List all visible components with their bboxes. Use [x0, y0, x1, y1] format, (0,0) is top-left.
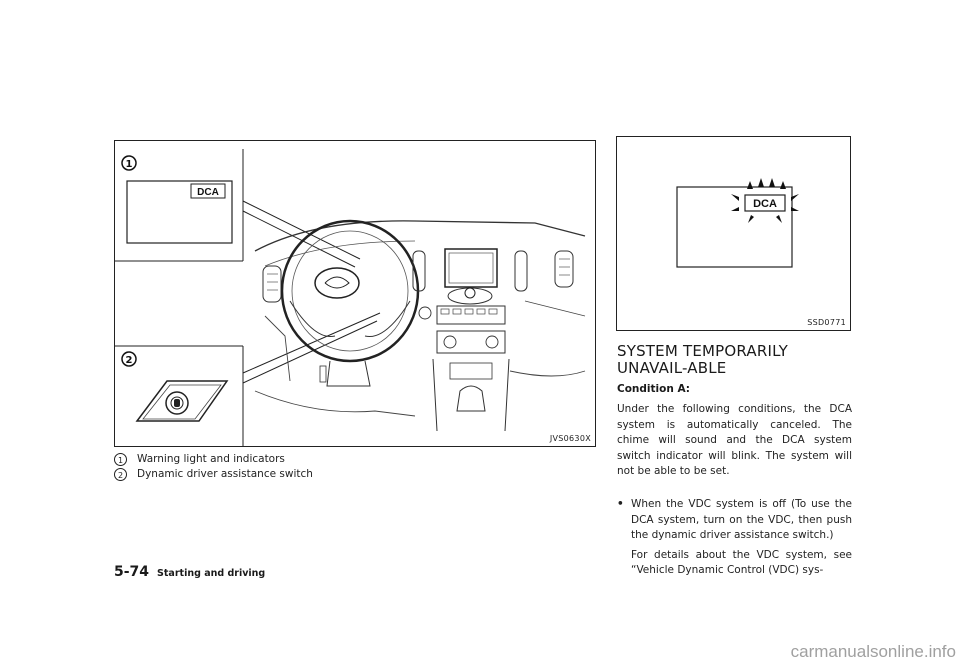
caption-number: 2	[114, 467, 127, 481]
bullet-marker: •	[617, 498, 624, 510]
indicator-panel	[126, 180, 233, 244]
caption-item: 1 Warning light and indicators	[114, 452, 285, 466]
callout-1-label: 1	[126, 159, 133, 170]
page-footer: 5-74 Starting and driving	[114, 561, 265, 580]
dashboard-illustration: DCA 1 2	[115, 149, 586, 446]
dca-blink-illustration: DCA	[676, 178, 799, 268]
dca-switch-housing	[135, 380, 229, 422]
steering-wheel	[280, 219, 420, 363]
bullet-continuation: For details about the VDC system, see “V…	[631, 548, 852, 577]
section-heading: SYSTEM TEMPORARILY UNAVAIL-ABLE	[617, 342, 789, 377]
footer-section-name: Starting and driving	[157, 568, 266, 579]
caption-text: Dynamic driver assistance switch	[137, 468, 313, 480]
dca-indicator-icon	[190, 183, 226, 199]
blink-rays	[731, 178, 799, 223]
dca-indicator-icon	[744, 194, 786, 212]
figure-code: JVS0630X	[549, 434, 591, 443]
dca-indicator-label: DCA	[753, 198, 777, 210]
watermark-text: carmanualsonline.info	[790, 642, 956, 661]
body-paragraph: Under the following conditions, the DCA …	[617, 403, 852, 477]
callout-2-label: 2	[126, 355, 133, 366]
condition-label: Condition A:	[617, 383, 690, 395]
caption-text: Warning light and indicators	[137, 453, 285, 465]
caption-item: 2 Dynamic driver assistance switch	[114, 467, 313, 481]
bullet-text: When the VDC system is off (To use the D…	[631, 498, 852, 541]
bullet-item: • When the VDC system is off (To use the…	[617, 497, 852, 579]
navigation-screen	[444, 248, 498, 288]
caption-number: 1	[114, 452, 127, 466]
dca-blink-figure: DCA SSD0771	[616, 136, 851, 331]
page-number: 5-74	[114, 564, 150, 580]
figure-code: SSD0771	[807, 318, 846, 327]
indicator-panel	[676, 186, 793, 268]
dashboard-figure: DCA 1 2	[114, 140, 596, 447]
dca-indicator-label: DCA	[197, 187, 219, 198]
